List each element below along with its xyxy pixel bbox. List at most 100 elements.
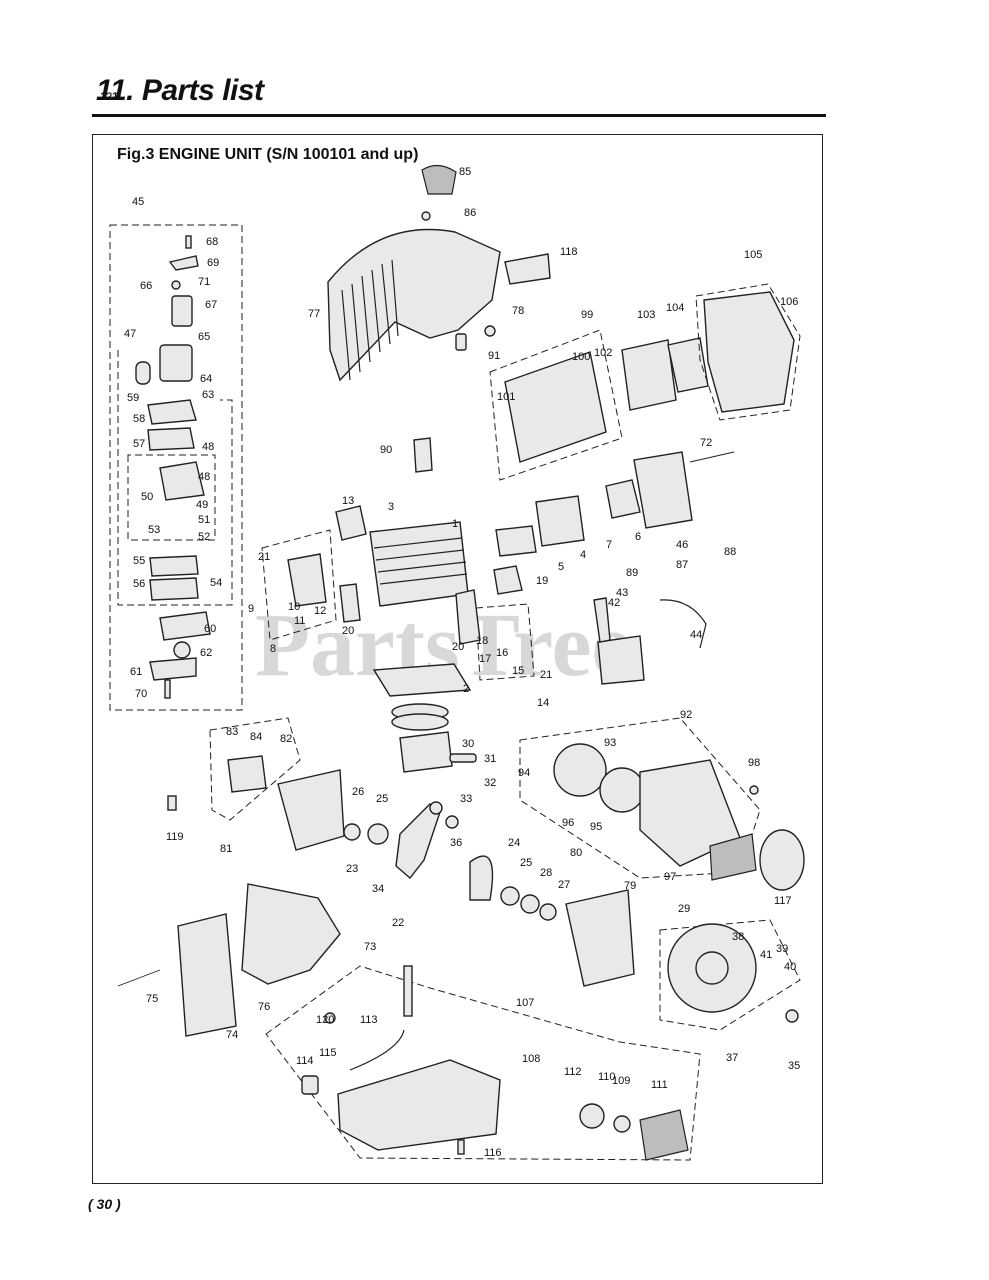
callout-111: 111 <box>651 1079 668 1091</box>
lever-part <box>168 255 199 271</box>
air-cleaner-cover-part <box>703 291 795 413</box>
callout-83: 83 <box>226 726 238 738</box>
element-frame-part <box>621 339 677 411</box>
gasket-kit-bracket <box>117 350 233 606</box>
callout-96: 96 <box>562 817 574 829</box>
callout-42: 42 <box>608 597 620 609</box>
exhaust-gasket-bracket <box>261 529 337 641</box>
gasket-part <box>605 479 641 519</box>
spring-part <box>171 280 181 290</box>
nut-part <box>785 1009 799 1023</box>
callout-59: 59 <box>127 392 139 404</box>
callout-40: 40 <box>784 961 796 973</box>
callout-8: 8 <box>270 643 276 655</box>
callout-18: 18 <box>476 635 488 647</box>
screw-part <box>185 235 192 249</box>
gasket-part <box>579 1103 605 1129</box>
ring-part <box>539 903 557 921</box>
callout-55: 55 <box>133 555 145 567</box>
element-filter-part <box>667 337 709 393</box>
spiral-spring-part <box>599 767 645 813</box>
circlip-part <box>469 855 494 901</box>
callout-88: 88 <box>724 546 736 558</box>
bearing-part <box>500 886 520 906</box>
cap-part <box>421 164 457 195</box>
fuel-filter-part <box>403 965 413 1017</box>
callout-7: 7 <box>606 539 612 551</box>
washer-part <box>445 815 459 829</box>
callout-19: 19 <box>536 575 548 587</box>
callout-120: 120 <box>316 1014 334 1026</box>
piston-part <box>399 731 453 773</box>
callout-58: 58 <box>133 413 145 425</box>
muffler-part <box>177 913 237 1037</box>
page-number: ( 30 ) <box>88 1196 121 1212</box>
callout-57: 57 <box>133 438 145 450</box>
spark-plug-part <box>413 437 433 473</box>
callout-61: 61 <box>130 666 142 678</box>
wire-part <box>659 599 707 649</box>
callout-23: 23 <box>346 863 358 875</box>
callout-76: 76 <box>258 1001 270 1013</box>
callout-11: 11 <box>294 615 305 627</box>
callout-20: 20 <box>342 625 354 637</box>
insulator-part <box>535 495 585 547</box>
callout-39: 39 <box>776 943 788 955</box>
callout-25: 25 <box>520 857 532 869</box>
callout-63: 63 <box>202 389 214 401</box>
callout-62: 62 <box>200 647 212 659</box>
long-bolt-part <box>689 451 735 463</box>
engine-cover-part <box>327 228 501 382</box>
callout-107: 107 <box>516 997 534 1009</box>
fuel-tank-part <box>337 1059 501 1151</box>
callout-27: 27 <box>558 879 570 891</box>
tank-cap-part <box>639 1109 689 1161</box>
handle-bracket-kit <box>209 717 301 821</box>
oil-seal-part <box>520 894 540 914</box>
callout-70: 70 <box>135 688 147 700</box>
callout-48: 48 <box>198 471 210 483</box>
callout-1: 1 <box>452 518 458 530</box>
callout-86: 86 <box>464 207 476 219</box>
fuel-pipe-part <box>349 1029 405 1071</box>
callout-64: 64 <box>200 373 212 385</box>
nut-part <box>749 785 759 795</box>
fuel-tank-bracket <box>265 965 701 1161</box>
needle-valve-part <box>171 295 193 327</box>
callout-26: 26 <box>352 786 364 798</box>
reel-part <box>553 743 607 797</box>
callout-54: 54 <box>210 577 222 589</box>
callout-91: 91 <box>488 350 500 362</box>
ring-gasket-part <box>135 361 151 385</box>
cylinder-gasket-part <box>372 663 472 697</box>
callout-31: 31 <box>484 753 496 765</box>
callout-112: 112 <box>564 1066 582 1078</box>
gasket-bracket-part <box>287 553 327 607</box>
callout-41: 41 <box>760 949 772 961</box>
callout-82: 82 <box>280 733 292 745</box>
callout-3: 3 <box>388 501 394 513</box>
callout-22: 22 <box>392 917 404 929</box>
callout-65: 65 <box>198 331 210 343</box>
callout-48: 48 <box>202 441 214 453</box>
callout-34: 34 <box>372 883 384 895</box>
diaphragm-part <box>147 399 197 425</box>
screw-part <box>164 679 171 699</box>
callout-20: 20 <box>452 641 464 653</box>
callout-71: 71 <box>198 276 210 288</box>
heat-shield-part <box>241 883 341 985</box>
callout-35: 35 <box>788 1060 800 1072</box>
callout-52: 52 <box>198 531 210 543</box>
bolt-part <box>167 795 177 811</box>
callout-123: 123 <box>100 91 118 103</box>
callout-44: 44 <box>690 629 702 641</box>
gasket-part <box>147 427 195 451</box>
elbow-part <box>493 565 523 595</box>
callout-102: 102 <box>594 347 612 359</box>
needle-bearing-part <box>429 801 443 815</box>
label-part <box>504 253 551 285</box>
piston-ring-part <box>391 713 449 731</box>
bolt-part <box>457 1139 465 1155</box>
callout-53: 53 <box>148 524 160 536</box>
